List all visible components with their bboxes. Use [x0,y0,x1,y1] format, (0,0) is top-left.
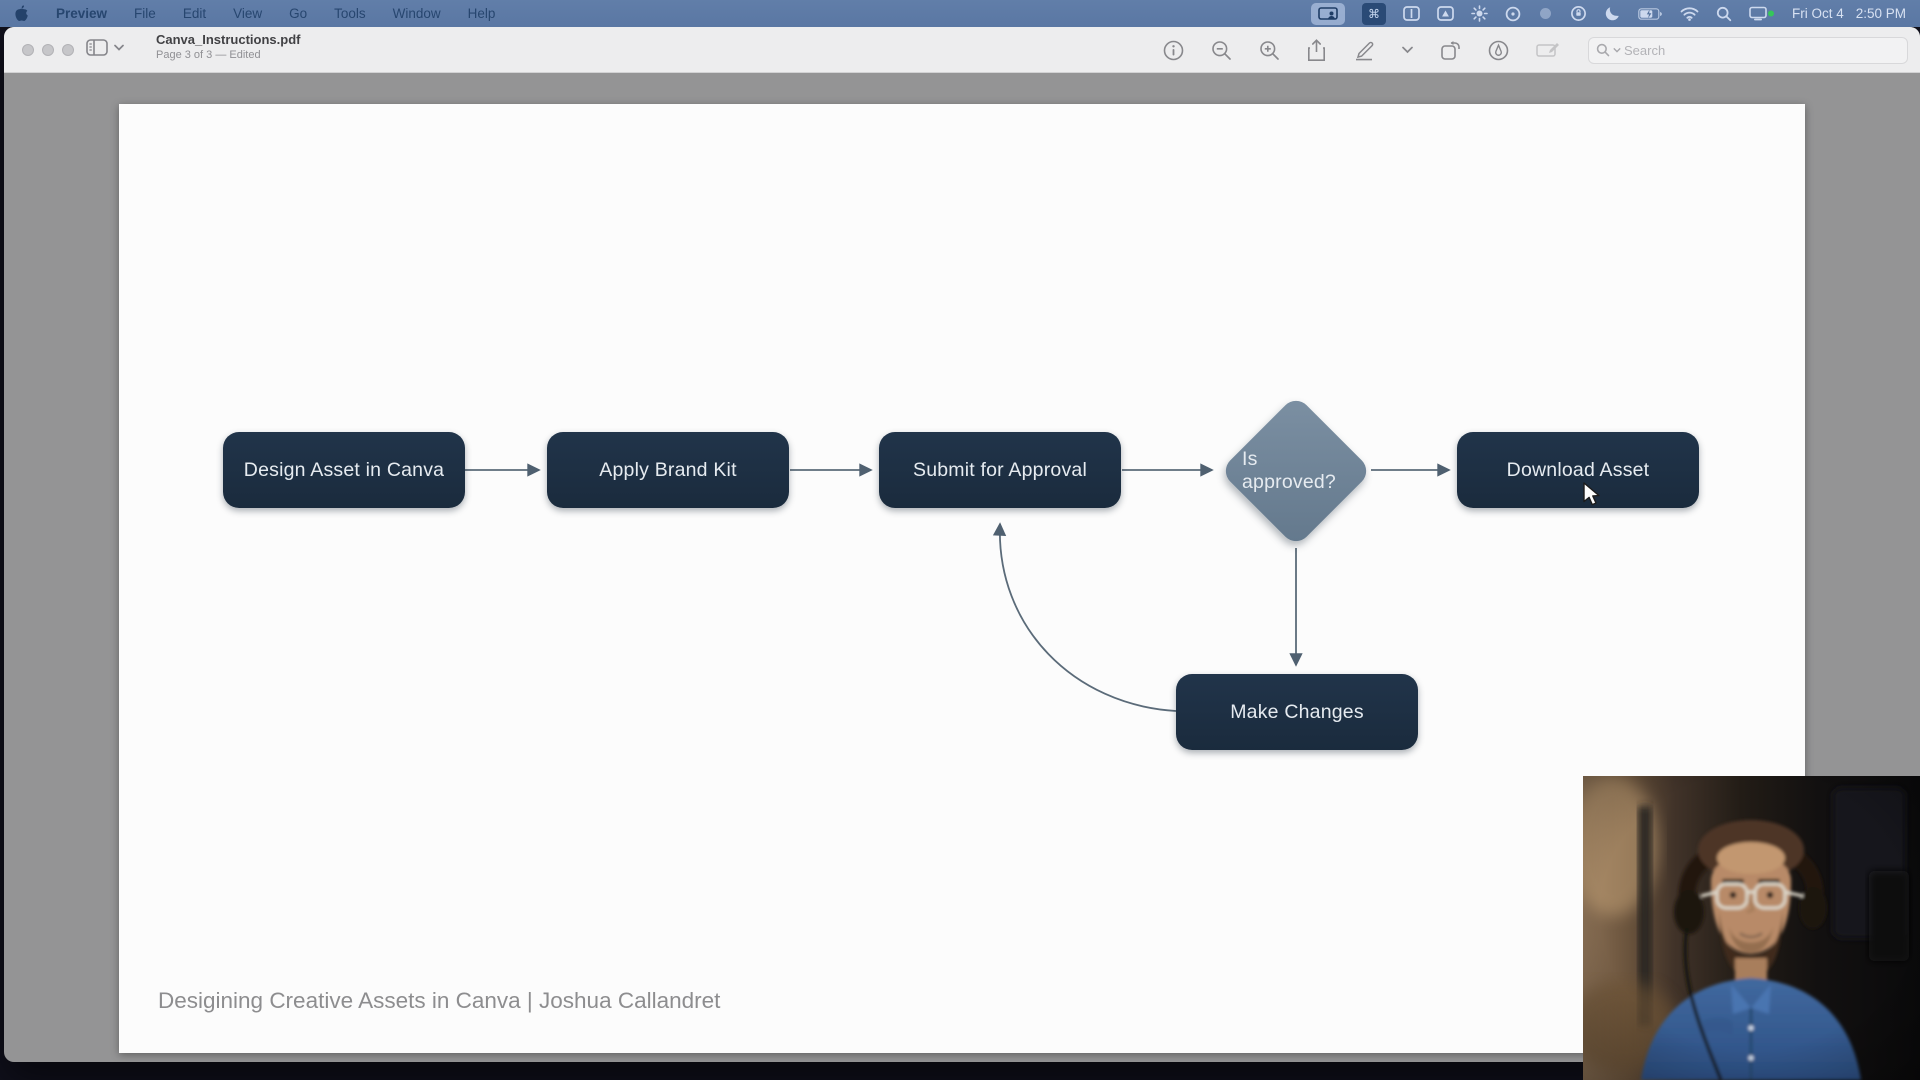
chevron-down-icon [114,44,124,51]
command-key-icon[interactable]: ⌘ [1361,2,1386,25]
search-chevron-icon [1613,47,1621,53]
search-field[interactable] [1588,36,1908,64]
menu-bar-clock[interactable]: Fri Oct 4 2:50 PM [1792,6,1906,21]
ring-icon[interactable] [1505,3,1521,25]
wedge-icon[interactable] [1437,3,1454,25]
menu-item-go[interactable]: Go [289,6,308,21]
menu-item-help[interactable]: Help [467,6,496,21]
mouse-cursor [1581,481,1603,512]
window-toolbar: Canva_Instructions.pdf Page 3 of 3 — Edi… [4,27,1920,73]
slide-caption: Desigining Creative Assets in Canva | Jo… [158,988,721,1013]
window-tiling-icon[interactable] [1403,3,1420,25]
spotlight-icon[interactable] [1716,3,1732,25]
share-button[interactable] [1307,38,1326,62]
markup-pen-button[interactable] [1353,40,1375,61]
decision-label: Is approved? [1242,448,1336,493]
flowchart-node-design: Design Asset in Canva [223,432,465,508]
flowchart-node-brand-kit: Apply Brand Kit [547,432,789,508]
flowchart-node-is-approved: Is approved? [1219,394,1373,548]
info-button[interactable] [1163,40,1184,61]
menu-item-view[interactable]: View [233,6,263,21]
dim-circle-icon[interactable] [1538,3,1553,25]
annotate-circle-button[interactable] [1488,40,1509,61]
document-page-status: Page 3 of 3 — Edited [156,49,261,61]
presenter-video [1583,776,1920,1080]
menu-item-file[interactable]: File [134,6,156,21]
text-markup-button[interactable] [1536,41,1561,59]
zoom-out-button[interactable] [1211,40,1232,61]
menu-bar-time: 2:50 PM [1855,6,1906,21]
display-status-icon[interactable] [1749,3,1775,25]
zoom-in-button[interactable] [1259,40,1280,61]
menu-bar-date: Fri Oct 4 [1791,6,1844,21]
brightness-icon[interactable] [1471,3,1488,25]
screen-sharing-icon[interactable] [1310,2,1345,25]
minimize-window-button[interactable] [42,44,54,56]
menu-item-preview[interactable]: Preview [56,6,108,21]
flowchart-node-download: Download Asset [1457,432,1699,508]
flowchart-node-make-changes: Make Changes [1176,674,1418,750]
rotate-button[interactable] [1440,40,1461,61]
menu-item-window[interactable]: Window [392,6,441,21]
close-window-button[interactable] [22,44,34,56]
menu-bar: Preview File Edit View Go Tools Window H… [0,0,1920,27]
flowchart-connectors [465,463,1451,712]
wifi-icon[interactable] [1680,3,1699,25]
pdf-viewport[interactable]: Design Asset in Canva Apply Brand Kit Su… [4,74,1920,1062]
document-title: Canva_Instructions.pdf [156,32,301,47]
search-icon [1596,43,1610,57]
zoom-window-button[interactable] [62,44,74,56]
markup-chevron-button[interactable] [1402,46,1413,54]
menu-item-edit[interactable]: Edit [182,6,207,21]
menu-item-tools[interactable]: Tools [334,6,366,21]
pdf-page: Design Asset in Canva Apply Brand Kit Su… [119,104,1805,1053]
orientation-lock-icon[interactable] [1570,3,1587,25]
webcam-overlay [1583,776,1920,1080]
flowchart-node-submit: Submit for Approval [879,432,1121,508]
search-input[interactable] [1624,42,1900,58]
sidebar-toggle-button[interactable] [86,39,124,56]
window-controls [22,44,74,56]
battery-icon[interactable] [1638,3,1663,25]
moon-icon[interactable] [1604,3,1621,25]
apple-logo-icon[interactable] [14,3,29,25]
sidebar-icon [86,39,108,56]
